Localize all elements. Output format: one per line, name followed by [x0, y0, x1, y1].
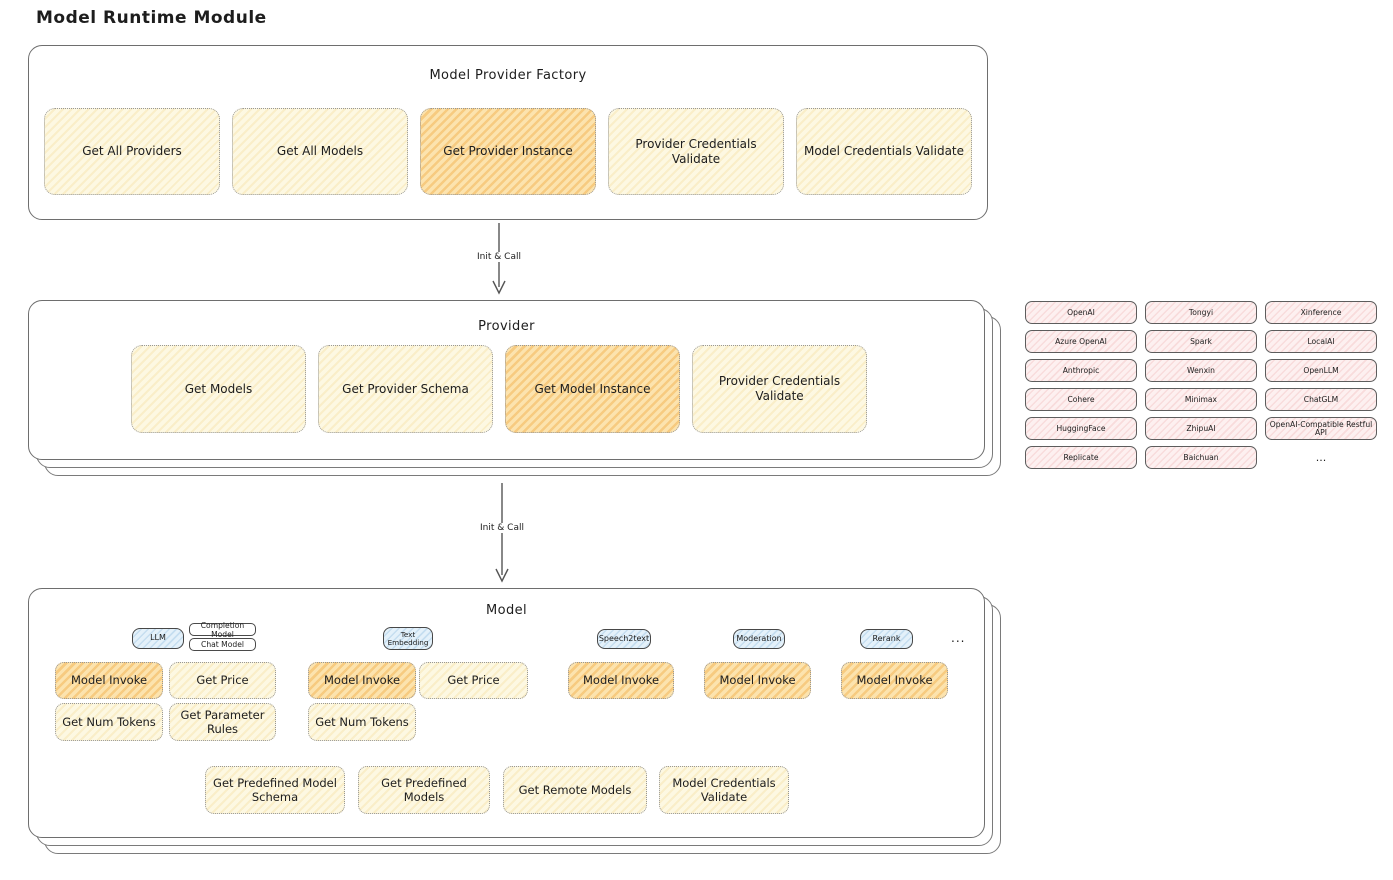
- arrow1-label: Init & Call: [473, 252, 525, 262]
- box-model-credentials-validate-2: Model Credentials Validate: [659, 766, 789, 814]
- box-get-predefined-models: Get Predefined Models: [358, 766, 490, 814]
- provider-chip-zhipuai: ZhipuAI: [1145, 417, 1257, 440]
- box-get-all-models: Get All Models: [232, 108, 408, 195]
- model-title: Model: [485, 603, 528, 618]
- arrow-provider-to-model: [495, 483, 509, 583]
- factory-title: Model Provider Factory: [429, 68, 587, 83]
- tag-chat-model: Chat Model: [189, 638, 256, 651]
- box-te-model-invoke: Model Invoke: [308, 662, 416, 699]
- box-llm-get-price: Get Price: [169, 662, 276, 699]
- box-get-model-instance: Get Model Instance: [505, 345, 680, 433]
- provider-chip-xinference: Xinference: [1265, 301, 1377, 324]
- providers-grid: OpenAI Tongyi Xinference Azure OpenAI Sp…: [1025, 301, 1377, 469]
- providers-more-ellipsis: ...: [1315, 451, 1327, 464]
- box-get-models: Get Models: [131, 345, 306, 433]
- provider-frame: Provider Get Models Get Provider Schema …: [28, 300, 985, 460]
- tag-moderation: Moderation: [733, 629, 785, 649]
- provider-chip-anthropic: Anthropic: [1025, 359, 1137, 382]
- box-provider-credentials-validate-2: Provider Credentials Validate: [692, 345, 867, 433]
- box-get-remote-models: Get Remote Models: [503, 766, 647, 814]
- box-rerank-model-invoke: Model Invoke: [841, 662, 948, 699]
- provider-chip-openai-compatible: OpenAI-Compatible Restful API: [1265, 417, 1377, 440]
- tag-speech2text: Speech2text: [597, 629, 651, 649]
- tag-llm: LLM: [132, 628, 184, 649]
- provider-title: Provider: [478, 319, 535, 334]
- provider-chip-cohere: Cohere: [1025, 388, 1137, 411]
- box-llm-get-num-tokens: Get Num Tokens: [55, 703, 163, 741]
- box-provider-credentials-validate: Provider Credentials Validate: [608, 108, 784, 195]
- provider-chip-spark: Spark: [1145, 330, 1257, 353]
- provider-chip-huggingface: HuggingFace: [1025, 417, 1137, 440]
- box-model-credentials-validate: Model Credentials Validate: [796, 108, 972, 195]
- provider-chip-openai: OpenAI: [1025, 301, 1137, 324]
- box-llm-model-invoke: Model Invoke: [55, 662, 163, 699]
- box-s2t-model-invoke: Model Invoke: [568, 662, 674, 699]
- provider-chip-openllm: OpenLLM: [1265, 359, 1377, 382]
- box-get-all-providers: Get All Providers: [44, 108, 220, 195]
- box-te-get-price: Get Price: [419, 662, 528, 699]
- arrow2-label: Init & Call: [476, 523, 528, 533]
- tag-completion-model: Completion Model: [189, 621, 256, 639]
- provider-chip-baichuan: Baichuan: [1145, 446, 1257, 469]
- box-get-provider-instance: Get Provider Instance: [420, 108, 596, 195]
- tag-text-embedding: Text Embedding: [383, 627, 433, 650]
- provider-chip-tongyi: Tongyi: [1145, 301, 1257, 324]
- model-frame: Model LLM Completion Model Chat Model Te…: [28, 588, 985, 838]
- box-get-predefined-model-schema: Get Predefined Model Schema: [205, 766, 345, 814]
- model-more-ellipsis: ...: [951, 631, 966, 645]
- box-mod-model-invoke: Model Invoke: [704, 662, 811, 699]
- provider-chip-chatglm: ChatGLM: [1265, 388, 1377, 411]
- box-llm-get-param-rules: Get Parameter Rules: [169, 703, 276, 741]
- box-te-get-num-tokens: Get Num Tokens: [308, 703, 416, 741]
- provider-chip-minimax: Minimax: [1145, 388, 1257, 411]
- page-title: Model Runtime Module: [36, 8, 267, 28]
- provider-chip-azure-openai: Azure OpenAI: [1025, 330, 1137, 353]
- provider-chip-localai: LocalAI: [1265, 330, 1377, 353]
- factory-frame: Model Provider Factory Get All Providers…: [28, 45, 988, 220]
- provider-chip-wenxin: Wenxin: [1145, 359, 1257, 382]
- tag-rerank: Rerank: [860, 629, 913, 649]
- provider-chip-replicate: Replicate: [1025, 446, 1137, 469]
- box-get-provider-schema: Get Provider Schema: [318, 345, 493, 433]
